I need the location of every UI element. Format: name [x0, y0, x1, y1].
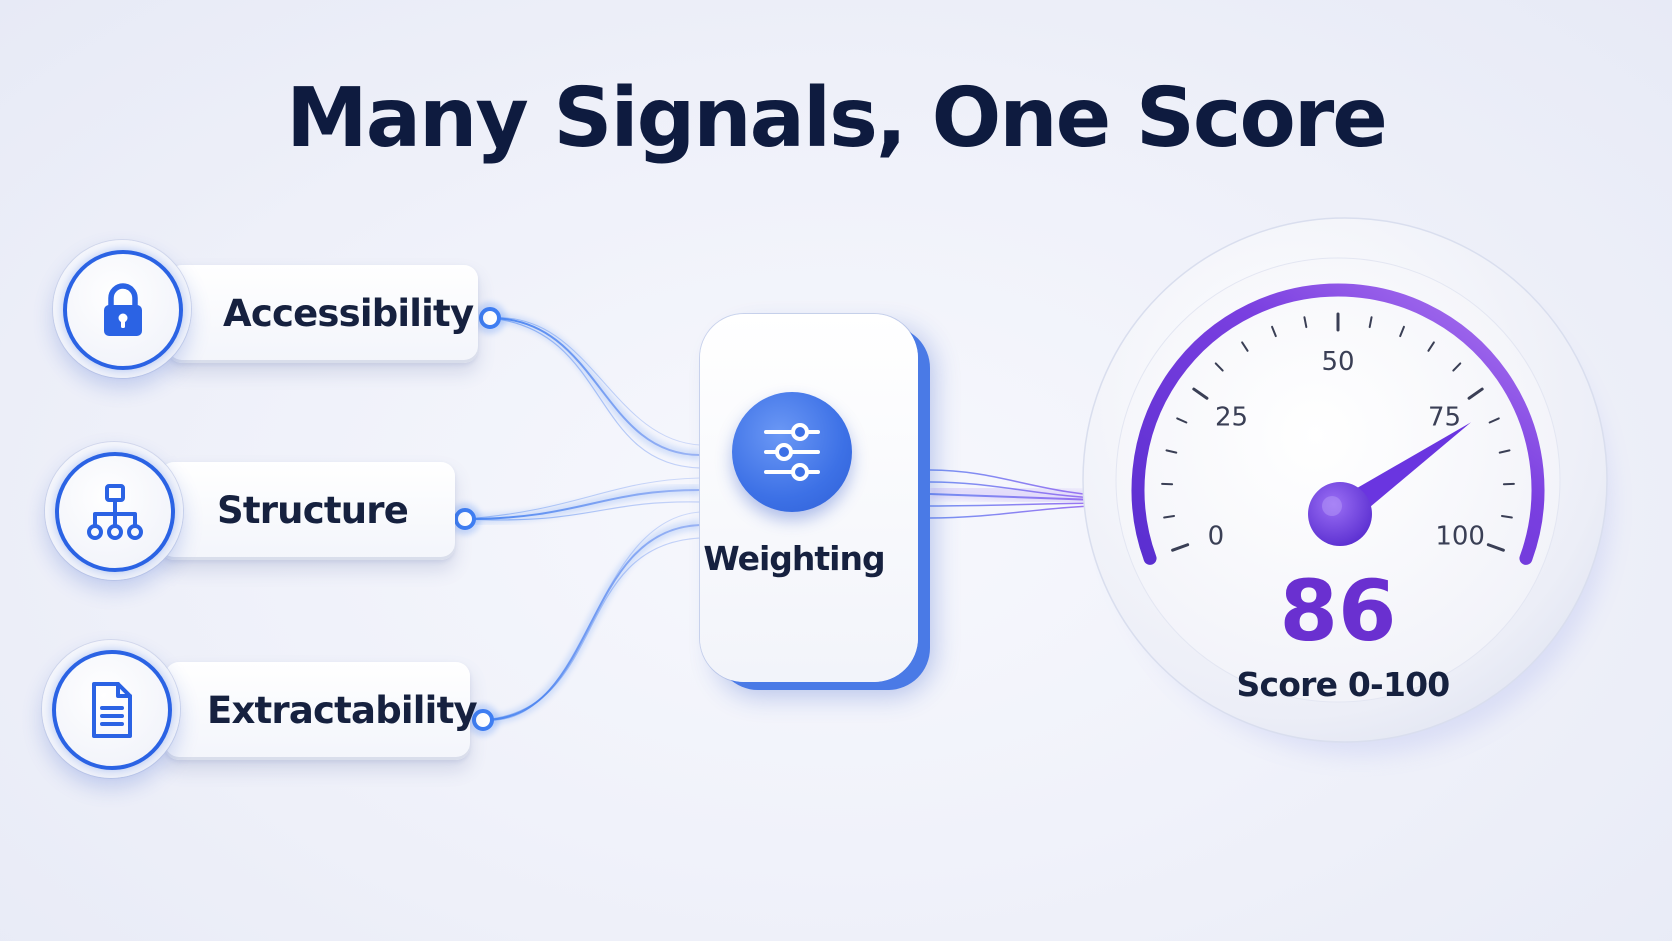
gauge-tick [1192, 387, 1209, 400]
gauge-tick [1241, 341, 1249, 352]
document-icon [92, 682, 132, 738]
gauge-arc [1131, 283, 1545, 565]
score-caption: Score 0-100 [1237, 665, 1450, 704]
gauge-tick [1176, 417, 1188, 424]
gauge-tick [1500, 514, 1513, 519]
signal-pill-structure: Structure [160, 462, 455, 560]
gauge-tick-label: 100 [1435, 521, 1485, 551]
page-title: Many Signals, One Score [286, 71, 1388, 166]
gauge-tick [1303, 316, 1308, 329]
gauge-ticks [1161, 312, 1515, 552]
gauge-tick-labels: 0 25 50 75 100 [1208, 347, 1485, 551]
sliders-icon [764, 423, 820, 481]
gauge-tick [1467, 387, 1484, 400]
weighting-icon-circle [732, 392, 852, 512]
signal-icon-disc [45, 442, 183, 580]
gauge-tick [1452, 362, 1462, 372]
signal-icon-disc [53, 240, 191, 378]
sitemap-icon [87, 484, 143, 540]
gauge-tick-label: 75 [1428, 402, 1461, 432]
score-value: 86 [1280, 562, 1397, 660]
gauge-tick-label: 25 [1215, 402, 1248, 432]
gauge-tick [1165, 449, 1178, 454]
gauge-tick [1171, 543, 1190, 552]
input-flow-lines [464, 313, 701, 725]
gauge-tick [1486, 543, 1505, 552]
gauge-tick-label: 50 [1321, 347, 1354, 377]
gauge-tick [1488, 417, 1500, 424]
signal-label: Extractability [207, 689, 478, 732]
signal-label: Accessibility [223, 292, 474, 335]
gauge-hub [1308, 482, 1372, 546]
gauge-tick [1498, 449, 1511, 454]
signal-pill-accessibility: Accessibility [168, 265, 478, 363]
weighting-node: Weighting [700, 314, 918, 682]
gauge-tick [1271, 325, 1277, 338]
gauge-tick [1399, 325, 1405, 338]
weighting-label: Weighting [703, 539, 885, 578]
signal-label: Structure [217, 489, 409, 532]
gauge-tick [1163, 514, 1176, 519]
score-gauge: 0 25 50 75 100 86 Score 0-100 [1082, 217, 1610, 755]
signal-icon-disc [42, 640, 180, 778]
gauge-tick [1214, 362, 1224, 372]
signal-pill-extractability: Extractability [165, 662, 478, 760]
lock-icon [104, 283, 142, 336]
gauge-tick [1427, 341, 1435, 352]
gauge-tick-label: 0 [1208, 521, 1225, 551]
gauge-tick [1368, 316, 1373, 329]
connector-dots [449, 302, 506, 736]
